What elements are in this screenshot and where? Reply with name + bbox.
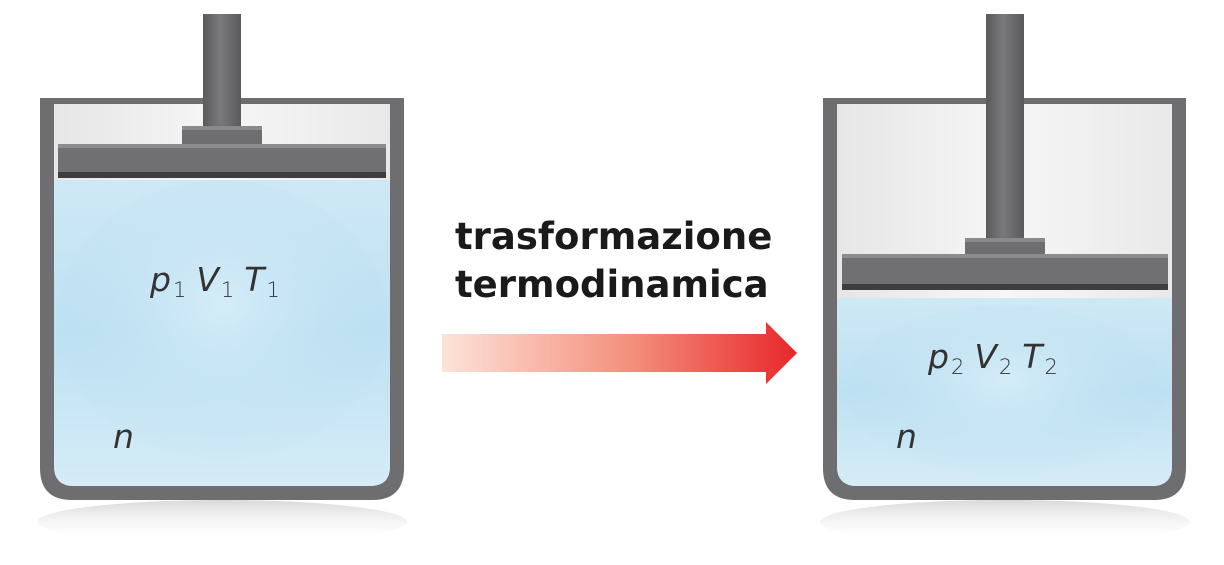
left-moles-label: n <box>113 417 134 456</box>
right-piston-highlight <box>842 254 1168 258</box>
left-gas-glow <box>57 180 387 460</box>
caption-line-2: termodinamica <box>455 263 769 306</box>
left-piston-highlight <box>58 144 386 148</box>
right-moles-label: n <box>896 417 917 456</box>
right-collar-highlight <box>965 238 1045 242</box>
left-piston-seal <box>58 172 386 178</box>
left-collar-highlight <box>182 126 262 130</box>
left-piston-collar <box>182 126 262 144</box>
right-gas-glow <box>845 305 1165 475</box>
left-piston <box>58 144 386 174</box>
transformation-arrow <box>442 322 797 384</box>
left-piston-rod <box>203 14 241 130</box>
right-piston-collar <box>965 238 1045 256</box>
right-piston-seal <box>842 284 1168 290</box>
right-floor-shadow <box>820 500 1190 544</box>
left-floor-shadow <box>37 500 407 544</box>
caption-line-1: trasformazione <box>455 215 772 258</box>
right-piston-rod <box>986 14 1024 242</box>
right-piston <box>842 254 1168 286</box>
